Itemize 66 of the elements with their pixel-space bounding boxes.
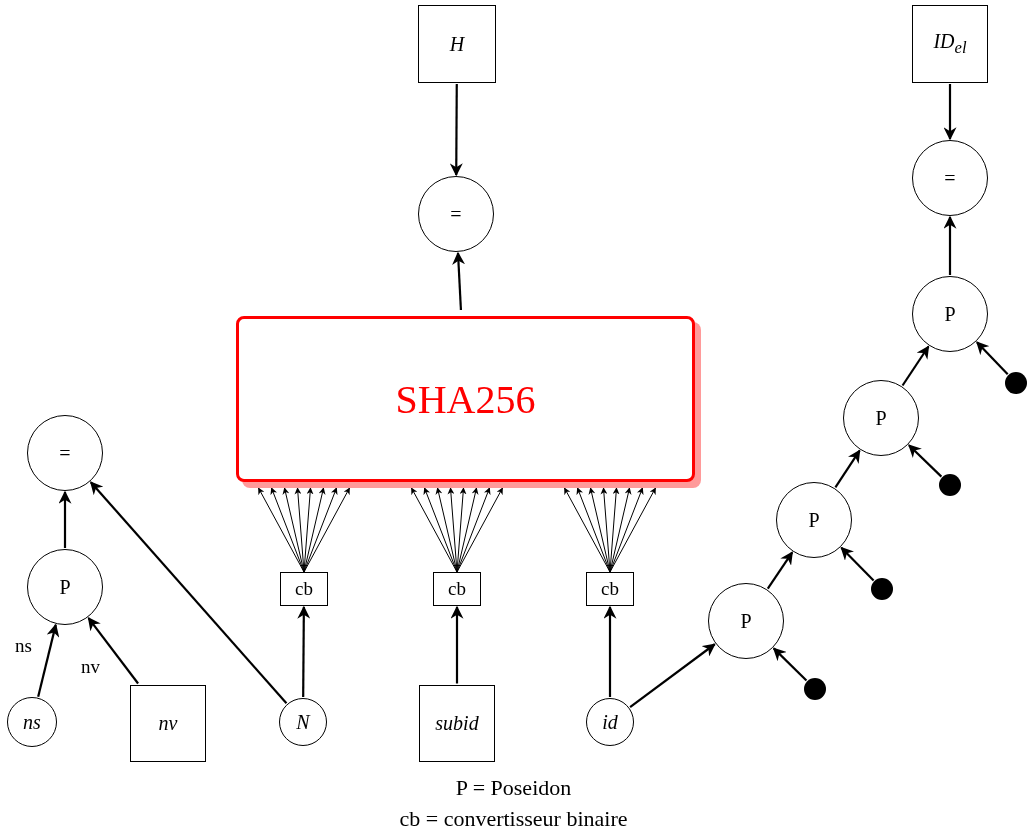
legend-note: P = Poseidon [455,775,572,800]
node-text: P [740,609,752,633]
arrow [90,481,288,704]
arrow [834,449,861,488]
node-text: P [59,575,71,599]
arrow [908,444,943,478]
node-text: = [944,166,956,190]
arrow [37,623,60,697]
poseidon-circle [843,380,919,456]
poseidon-circle [776,482,852,558]
input-circle [7,697,57,747]
legend-note: cb = convertisseur binaire [399,806,628,831]
input-dot [871,578,893,600]
arrow [943,215,957,275]
converter-box [586,572,634,606]
converter-box [433,572,481,606]
arrow [629,643,716,708]
node-text: N [296,710,310,734]
node-text: cb [601,578,619,600]
node-text: nv [158,711,178,735]
poseidon-circle [708,583,784,659]
input-dot [1005,372,1027,394]
arrow [297,605,311,697]
arrow [576,487,611,573]
arrow [423,487,458,573]
input-dot [804,678,826,700]
input-dot [939,474,961,496]
node-text: = [450,202,462,226]
arrow [449,84,463,177]
node-text: P [808,508,820,532]
node-text: id [602,710,618,734]
node-text: cb [448,578,466,600]
arrow [976,341,1009,376]
arrow [609,487,656,573]
arrow [303,487,338,573]
arrow [87,617,139,685]
arrow [450,605,464,684]
arrow [58,490,72,548]
node-text: P [944,302,956,326]
arrow [456,487,503,573]
arrow [766,551,794,590]
arrow [943,84,957,141]
arrow [840,546,875,582]
arrow [270,487,305,573]
node-text: = [59,441,71,465]
node-text: cb [295,578,313,600]
node-text: H [449,32,465,56]
arrow [901,345,930,387]
input-circle [586,698,634,746]
node-text: P [875,406,887,430]
arrow [456,487,491,573]
node-text: SHA256 [395,375,536,423]
converter-box [280,572,328,606]
variable-box [418,5,496,83]
input-circle [279,698,327,746]
input-box [419,684,495,762]
arrow [609,487,644,573]
arrow [303,487,350,573]
variable-box [912,5,988,83]
node-text: ns [23,710,41,734]
arrow [603,605,617,697]
arrow [452,251,466,311]
arrow [772,647,808,682]
node-text: subid [435,711,479,735]
input-box [130,684,206,762]
node-text: ID$_{el}$ [933,30,967,58]
